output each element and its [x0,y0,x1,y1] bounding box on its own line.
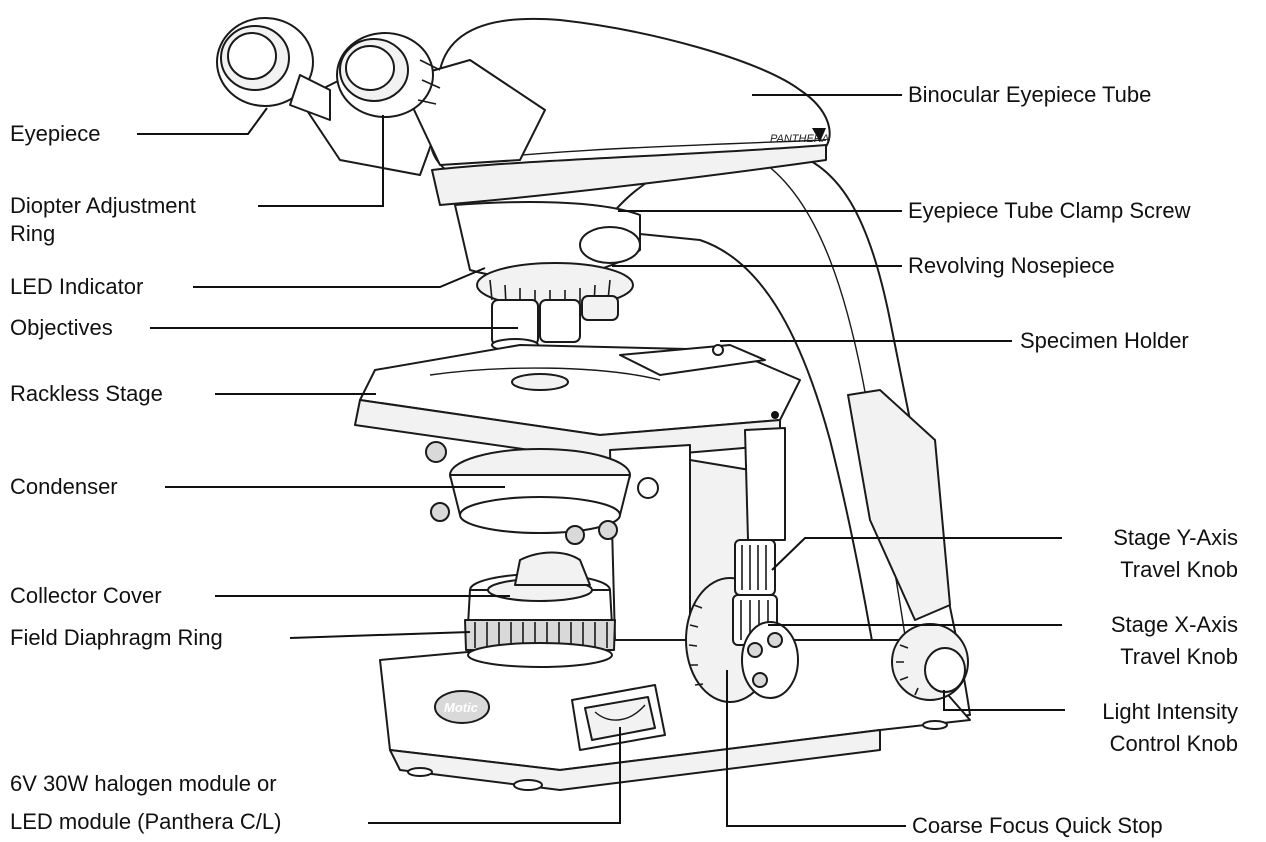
label-revolving-nosepiece: Revolving Nosepiece [908,253,1115,278]
label-collector-cover: Collector Cover [10,583,162,608]
label-module-line2: LED module (Panthera C/L) [10,809,282,834]
objectives [491,295,619,352]
label-y-axis-line2: Travel Knob [1120,557,1238,582]
binocular-eyepiece-tube: PANTHERA [431,17,831,206]
label-diopter-line2: Ring [10,221,56,246]
label-eyepiece: Eyepiece [10,121,101,146]
label-eyepiece-tube-clamp-screw: Eyepiece Tube Clamp Screw [908,198,1191,223]
stand-logo: PANTHERA [770,133,829,145]
label-coarse-focus-quick-stop: Coarse Focus Quick Stop [912,813,1163,838]
label-field-diaphragm-ring: Field Diaphragm Ring [10,625,223,650]
label-light-line1: Light Intensity [1102,699,1238,724]
leader-lines-right [612,94,1065,827]
field-diaphragm-ring [464,619,616,668]
diopter-adjustment-ring [336,32,441,118]
label-specimen-holder: Specimen Holder [1020,328,1189,353]
stage-x-axis-travel-knob [732,594,799,699]
label-light-line2: Control Knob [1109,731,1238,756]
microscope-base: Motic [379,639,971,791]
label-rackless-stage: Rackless Stage [10,381,163,406]
label-module-line1: 6V 30W halogen module or [10,771,277,796]
base-logo: Motic [444,700,479,715]
light-intensity-control-knob [891,623,969,701]
eyepiece [216,17,331,121]
label-led-indicator: LED Indicator [10,274,144,299]
lamp-module-window [571,684,666,751]
label-objectives: Objectives [10,315,113,340]
leader-lines-left [137,107,621,824]
label-diopter-line1: Diopter Adjustment [10,193,196,218]
specimen-holder [619,344,766,376]
stage-y-axis-travel-knob [734,539,776,596]
label-x-axis-line1: Stage X-Axis [1110,612,1238,637]
label-condenser: Condenser [10,474,118,499]
collector-cover [467,551,613,626]
label-binocular-eyepiece-tube: Binocular Eyepiece Tube [908,82,1152,107]
revolving-nosepiece [454,201,641,310]
label-x-axis-line2: Travel Knob [1120,644,1238,669]
label-y-axis-line1: Stage Y-Axis [1113,525,1238,550]
